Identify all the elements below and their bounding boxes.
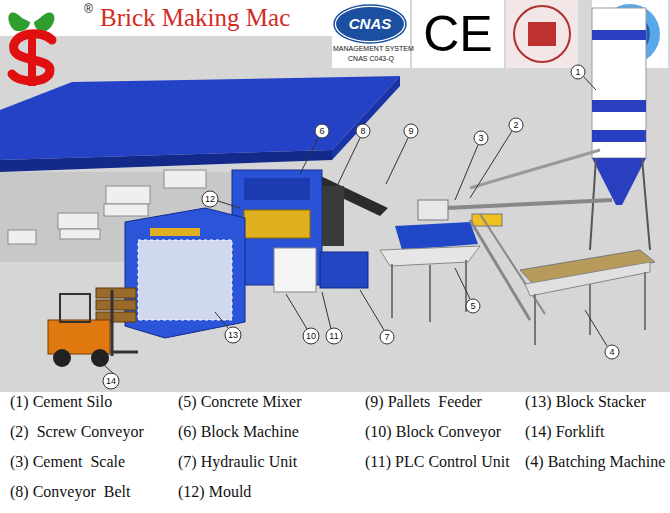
legend-item: (14) Forklift xyxy=(525,422,605,442)
callout-number: 5 xyxy=(463,300,483,312)
callout-number: 3 xyxy=(471,132,491,144)
callout-number: 6 xyxy=(312,125,332,137)
legend-item: (6) Block Machine xyxy=(178,422,299,442)
legend-item: (4) Batching Machine xyxy=(525,452,665,472)
callout-number: 4 xyxy=(602,346,622,358)
ce-mark: CE xyxy=(414,6,502,62)
legend-item: (5) Concrete Mixer xyxy=(178,392,302,412)
callout-number: 11 xyxy=(324,330,344,342)
callout-number: 10 xyxy=(301,330,321,342)
callout-number: 8 xyxy=(353,125,373,137)
legend-item: (12) Mould xyxy=(178,482,251,502)
legend-item: (10) Block Conveyor xyxy=(365,422,501,442)
callout-number: 1 xyxy=(568,66,588,78)
callout-number: 9 xyxy=(401,125,421,137)
cert-logo-text: MANAGEMENT SYSTEM xyxy=(333,45,409,53)
cert-logo-text: CNAS xyxy=(336,15,404,32)
title-text: Brick Making Mac xyxy=(100,3,290,32)
callout-number: 7 xyxy=(377,331,397,343)
legend-item: (11) PLC Control Unit xyxy=(365,452,510,472)
registered-mark: ® xyxy=(84,2,93,16)
legend-item: (13) Block Stacker xyxy=(525,392,646,412)
legend-item: (2) Screw Conveyor xyxy=(10,422,144,442)
cert-logo-text: CNAS C043-Q xyxy=(333,55,409,63)
callout-number: 13 xyxy=(223,329,243,341)
legend-item: (3) Cement Scale xyxy=(10,452,125,472)
legend-item: (7) Hydraulic Unit xyxy=(178,452,297,472)
legend-item: (1) Cement Silo xyxy=(10,392,112,412)
callout-number: 12 xyxy=(200,193,220,205)
callout-number: 14 xyxy=(101,375,121,387)
legend-item: (9) Pallets Feeder xyxy=(365,392,482,412)
legend-item: (8) Conveyor Belt xyxy=(10,482,130,502)
callout-number: 2 xyxy=(506,119,526,131)
